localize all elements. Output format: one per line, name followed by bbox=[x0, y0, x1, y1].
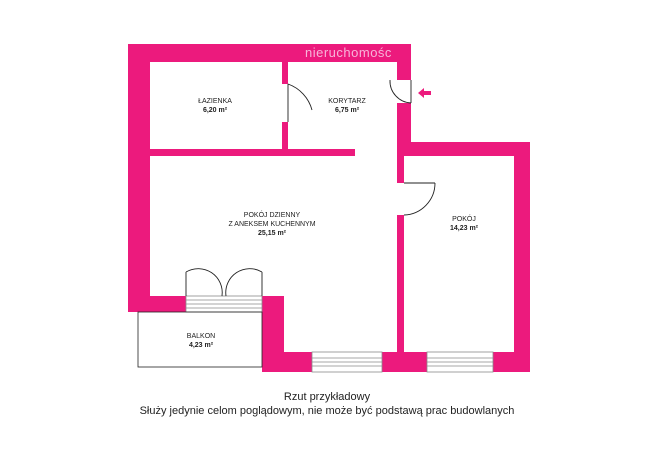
wall-room-top bbox=[397, 142, 530, 156]
entrance-arrow-icon bbox=[418, 88, 431, 98]
balcony-outline bbox=[137, 311, 263, 368]
wall-bath-bottom bbox=[150, 149, 355, 156]
room-label-living-line1: POKÓJ DZIENNY bbox=[244, 210, 301, 219]
door-balcony-left bbox=[185, 268, 223, 297]
wall-corridor-right bbox=[397, 103, 411, 153]
wall-bath-right-upper bbox=[282, 62, 288, 84]
wall-room-left-upper bbox=[397, 153, 404, 183]
wall-living-left-lower bbox=[128, 296, 186, 312]
room-label-living-line2: Z ANEKSEM KUCHENNYM bbox=[228, 221, 315, 228]
room-label-bathroom: ŁAZIENKA bbox=[198, 98, 232, 105]
caption-title: Rzut przykładowy bbox=[283, 391, 371, 403]
wall-entrance-right bbox=[397, 44, 411, 80]
wall-top bbox=[128, 44, 411, 62]
door-entrance bbox=[389, 79, 412, 104]
doors bbox=[185, 79, 436, 297]
watermark: nieruchomośc bbox=[305, 45, 392, 60]
windows bbox=[185, 295, 494, 373]
walls bbox=[128, 44, 530, 372]
wall-room-right bbox=[514, 142, 530, 372]
door-room bbox=[403, 182, 436, 216]
room-area-room: 14,23 m² bbox=[450, 225, 479, 232]
wall-bath-right-lower bbox=[282, 122, 288, 156]
door-bathroom bbox=[287, 83, 313, 122]
room-area-living: 25,15 m² bbox=[258, 230, 287, 237]
room-area-bathroom: 6,20 m² bbox=[203, 107, 228, 114]
room-area-corridor: 6,75 m² bbox=[335, 107, 360, 114]
wall-living-bottom-left bbox=[262, 296, 284, 372]
room-label-balcony: BALKON bbox=[187, 333, 215, 340]
room-area-balcony: 4,23 m² bbox=[189, 342, 214, 349]
wall-room-left-lower bbox=[397, 215, 404, 355]
caption-disclaimer: Służy jedynie celom poglądowym, nie może… bbox=[139, 405, 515, 417]
room-label-room: POKÓJ bbox=[452, 214, 476, 223]
room-label-corridor: KORYTARZ bbox=[328, 98, 366, 105]
door-balcony-right bbox=[225, 268, 263, 297]
wall-left bbox=[128, 44, 150, 312]
